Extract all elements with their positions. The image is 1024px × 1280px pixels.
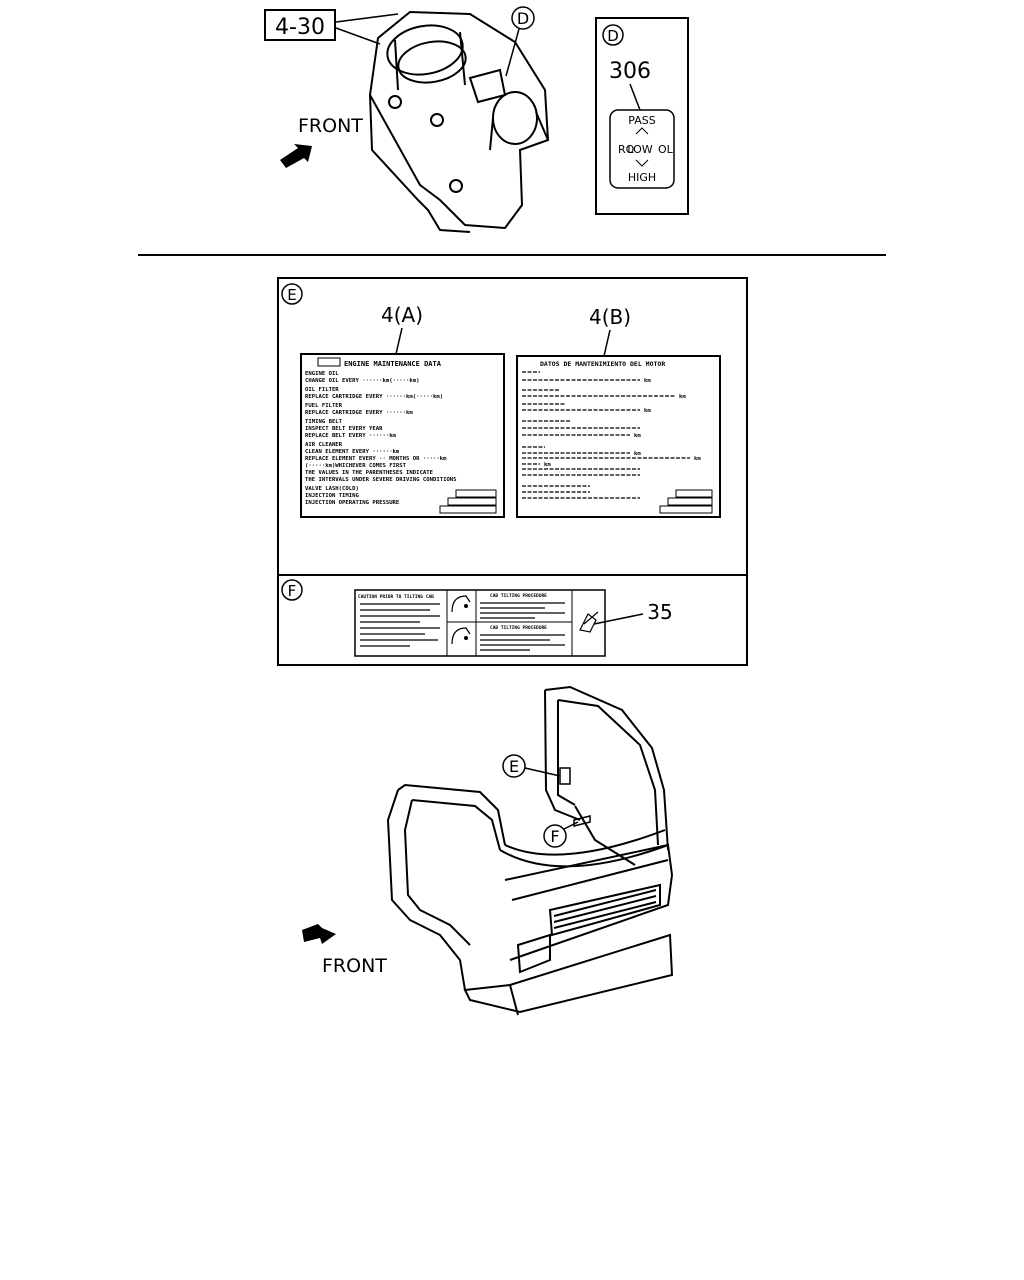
label-4a-line: INSPECT BELT EVERY YEAR <box>305 426 383 432</box>
svg-text:LOW: LOW <box>627 143 652 156</box>
label-4a-line: THE INTERVALS UNDER SEVERE DRIVING CONDI… <box>305 477 457 483</box>
view-e-marker[interactable]: E <box>502 754 561 778</box>
svg-text:F: F <box>550 827 559 846</box>
view-d-marker[interactable]: D <box>505 6 535 77</box>
label-4b-unit: km <box>694 456 701 462</box>
label-4a-line: AIR CLEANER <box>305 442 343 448</box>
label-4a-line: THE VALUES IN THE PARENTHESES INDICATE <box>305 470 433 476</box>
svg-text:4(A): 4(A) <box>381 303 423 327</box>
label-4a-line: TIMING BELT <box>305 419 343 425</box>
svg-text:CAB TILTING PROCEDURE: CAB TILTING PROCEDURE <box>490 593 547 599</box>
cab-label-location-e <box>559 767 571 785</box>
svg-text:F: F <box>288 582 297 600</box>
svg-text:FRONT: FRONT <box>322 955 387 977</box>
cab-illustration <box>386 685 674 1016</box>
svg-text:FRONT: FRONT <box>298 115 363 137</box>
svg-text:4(B): 4(B) <box>589 305 631 329</box>
svg-text:E: E <box>287 286 296 304</box>
label-4a-line: CHANGE OIL EVERY ······km(·····km) <box>305 378 420 384</box>
svg-text:D: D <box>517 9 529 28</box>
svg-text:CAB TILTING PROCEDURE: CAB TILTING PROCEDURE <box>490 625 547 631</box>
detail-e-panel: E 4(A) 4(B) ENGINE MAINTENANCE DATA ENGI… <box>277 277 748 576</box>
label-4a-line: OIL FILTER <box>305 387 339 393</box>
label-4a-line: INJECTION TIMING <box>305 493 360 499</box>
front-direction-bottom: FRONT <box>302 924 387 977</box>
label-4b-unit: km <box>644 408 651 414</box>
switch-bracket-illustration <box>368 10 550 233</box>
svg-text:D: D <box>607 27 619 45</box>
svg-text:4-30: 4-30 <box>275 15 325 40</box>
label-4b-unit: km <box>634 451 641 457</box>
label-4a-line: ENGINE OIL <box>305 371 339 377</box>
label-4a-line: VALVE LASH(COLD) <box>305 486 359 492</box>
label-4a-line: REPLACE CARTRIDGE EVERY ······km(·····km… <box>305 394 443 400</box>
svg-text:306: 306 <box>609 59 651 84</box>
svg-text:CAUTION PRIOR TO TILTING CAB: CAUTION PRIOR TO TILTING CAB <box>358 594 434 600</box>
label-4b-lines: km km km km km km km <box>522 371 701 499</box>
label-4a-line: REPLACE CARTRIDGE EVERY ······km <box>305 410 413 416</box>
label-4b-unit: km <box>634 433 641 439</box>
front-direction-top: FRONT <box>280 115 363 168</box>
callout-part-4-30[interactable]: 4-30 <box>264 9 399 45</box>
label-4a-line: REPLACE ELEMENT EVERY ·· MONTHS OR ·····… <box>305 456 447 462</box>
svg-text:E: E <box>509 757 519 776</box>
label-4a-line: REPLACE BELT EVERY ······km <box>305 433 397 439</box>
svg-text:OL: OL <box>658 143 674 156</box>
view-f-marker[interactable]: F <box>543 821 579 848</box>
svg-text:RO: RO <box>618 143 635 156</box>
detail-f-panel: F CAUTION PRIOR TO TILTING CAB CAB TILTI… <box>277 574 748 666</box>
svg-text:HIGH: HIGH <box>628 171 656 184</box>
detail-d-panel: D 306 PASS RO LOW OL HIGH <box>595 17 689 215</box>
svg-text:PASS: PASS <box>628 114 655 127</box>
svg-text:DATOS DE MANTENIMIENTO DEL MOT: DATOS DE MANTENIMIENTO DEL MOTOR <box>540 360 665 368</box>
label-4a-line: FUEL FILTER <box>305 403 343 409</box>
label-4b-unit: km <box>544 462 551 468</box>
label-4b-unit: km <box>644 378 651 384</box>
label-4a-engine-maintenance[interactable]: ENGINE MAINTENANCE DATA ENGINE OILCHANGE… <box>300 353 505 518</box>
svg-text:35: 35 <box>647 600 672 624</box>
label-4b-unit: km <box>679 394 686 400</box>
label-35-cab-tilting[interactable]: CAUTION PRIOR TO TILTING CAB CAB TILTING… <box>354 589 606 657</box>
svg-text:ENGINE MAINTENANCE DATA: ENGINE MAINTENANCE DATA <box>344 360 442 368</box>
label-4a-line: CLEAN ELEMENT EVERY ······km <box>305 449 400 455</box>
label-4a-line: (·····km)WHICHEVER COMES FIRST <box>305 463 407 469</box>
label-4b-datos-mantenimiento[interactable]: DATOS DE MANTENIMIENTO DEL MOTOR kmkmkmk… <box>516 355 721 518</box>
label-4a-line: INJECTION OPERATING PRESSURE <box>305 500 399 506</box>
